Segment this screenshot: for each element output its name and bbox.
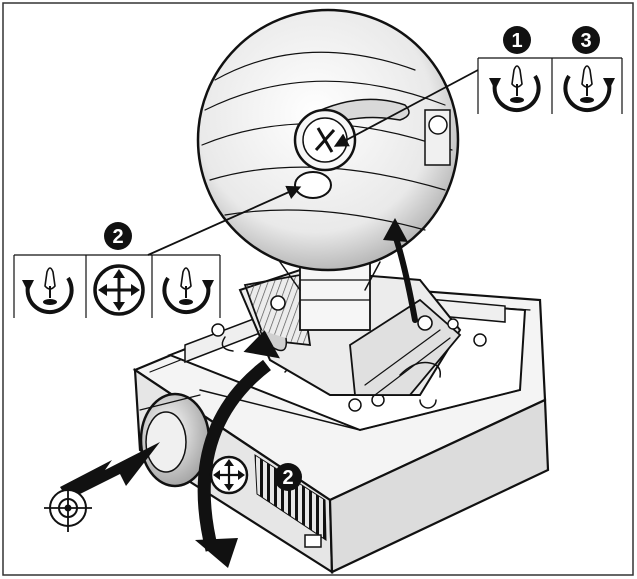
detail-slot [294, 171, 332, 199]
projector-lens [139, 392, 211, 488]
magnified-detail [196, 8, 460, 291]
vent-grille [254, 454, 327, 541]
move-four-direction-icon [209, 455, 249, 495]
leader-line-1 [333, 69, 479, 147]
direction-arrow [60, 442, 160, 500]
zoom-arrow [392, 232, 418, 323]
rotate-icon-group-top: 1 3 [477, 26, 623, 114]
rotate-counterclockwise-screwdriver-icon [22, 267, 74, 315]
rotate-counterclockwise-screwdriver-icon [489, 65, 541, 113]
step-badge-2-lower: 2 [274, 463, 302, 491]
step-badge-3: 3 [572, 26, 600, 54]
rotate-clockwise-screwdriver-icon [563, 65, 615, 113]
step-badge-1: 1 [503, 26, 531, 54]
leader-line-2 [147, 185, 302, 256]
move-four-direction-icon [93, 264, 145, 316]
rotate-icon-group-left: 2 [13, 222, 221, 318]
svg-text:2: 2 [112, 226, 123, 248]
svg-text:2: 2 [282, 467, 293, 489]
bracket-screw-right [417, 315, 433, 331]
tilt-arrow [195, 330, 280, 568]
svg-text:1: 1 [511, 30, 522, 52]
rear-port [304, 534, 322, 548]
step-badge-2-upper: 2 [104, 222, 132, 250]
mount-bracket [238, 242, 462, 396]
rotate-clockwise-screwdriver-icon [162, 267, 214, 315]
bracket-screw-left [270, 295, 286, 311]
svg-text:3: 3 [580, 30, 591, 52]
crosshair-target-icon [44, 484, 92, 532]
